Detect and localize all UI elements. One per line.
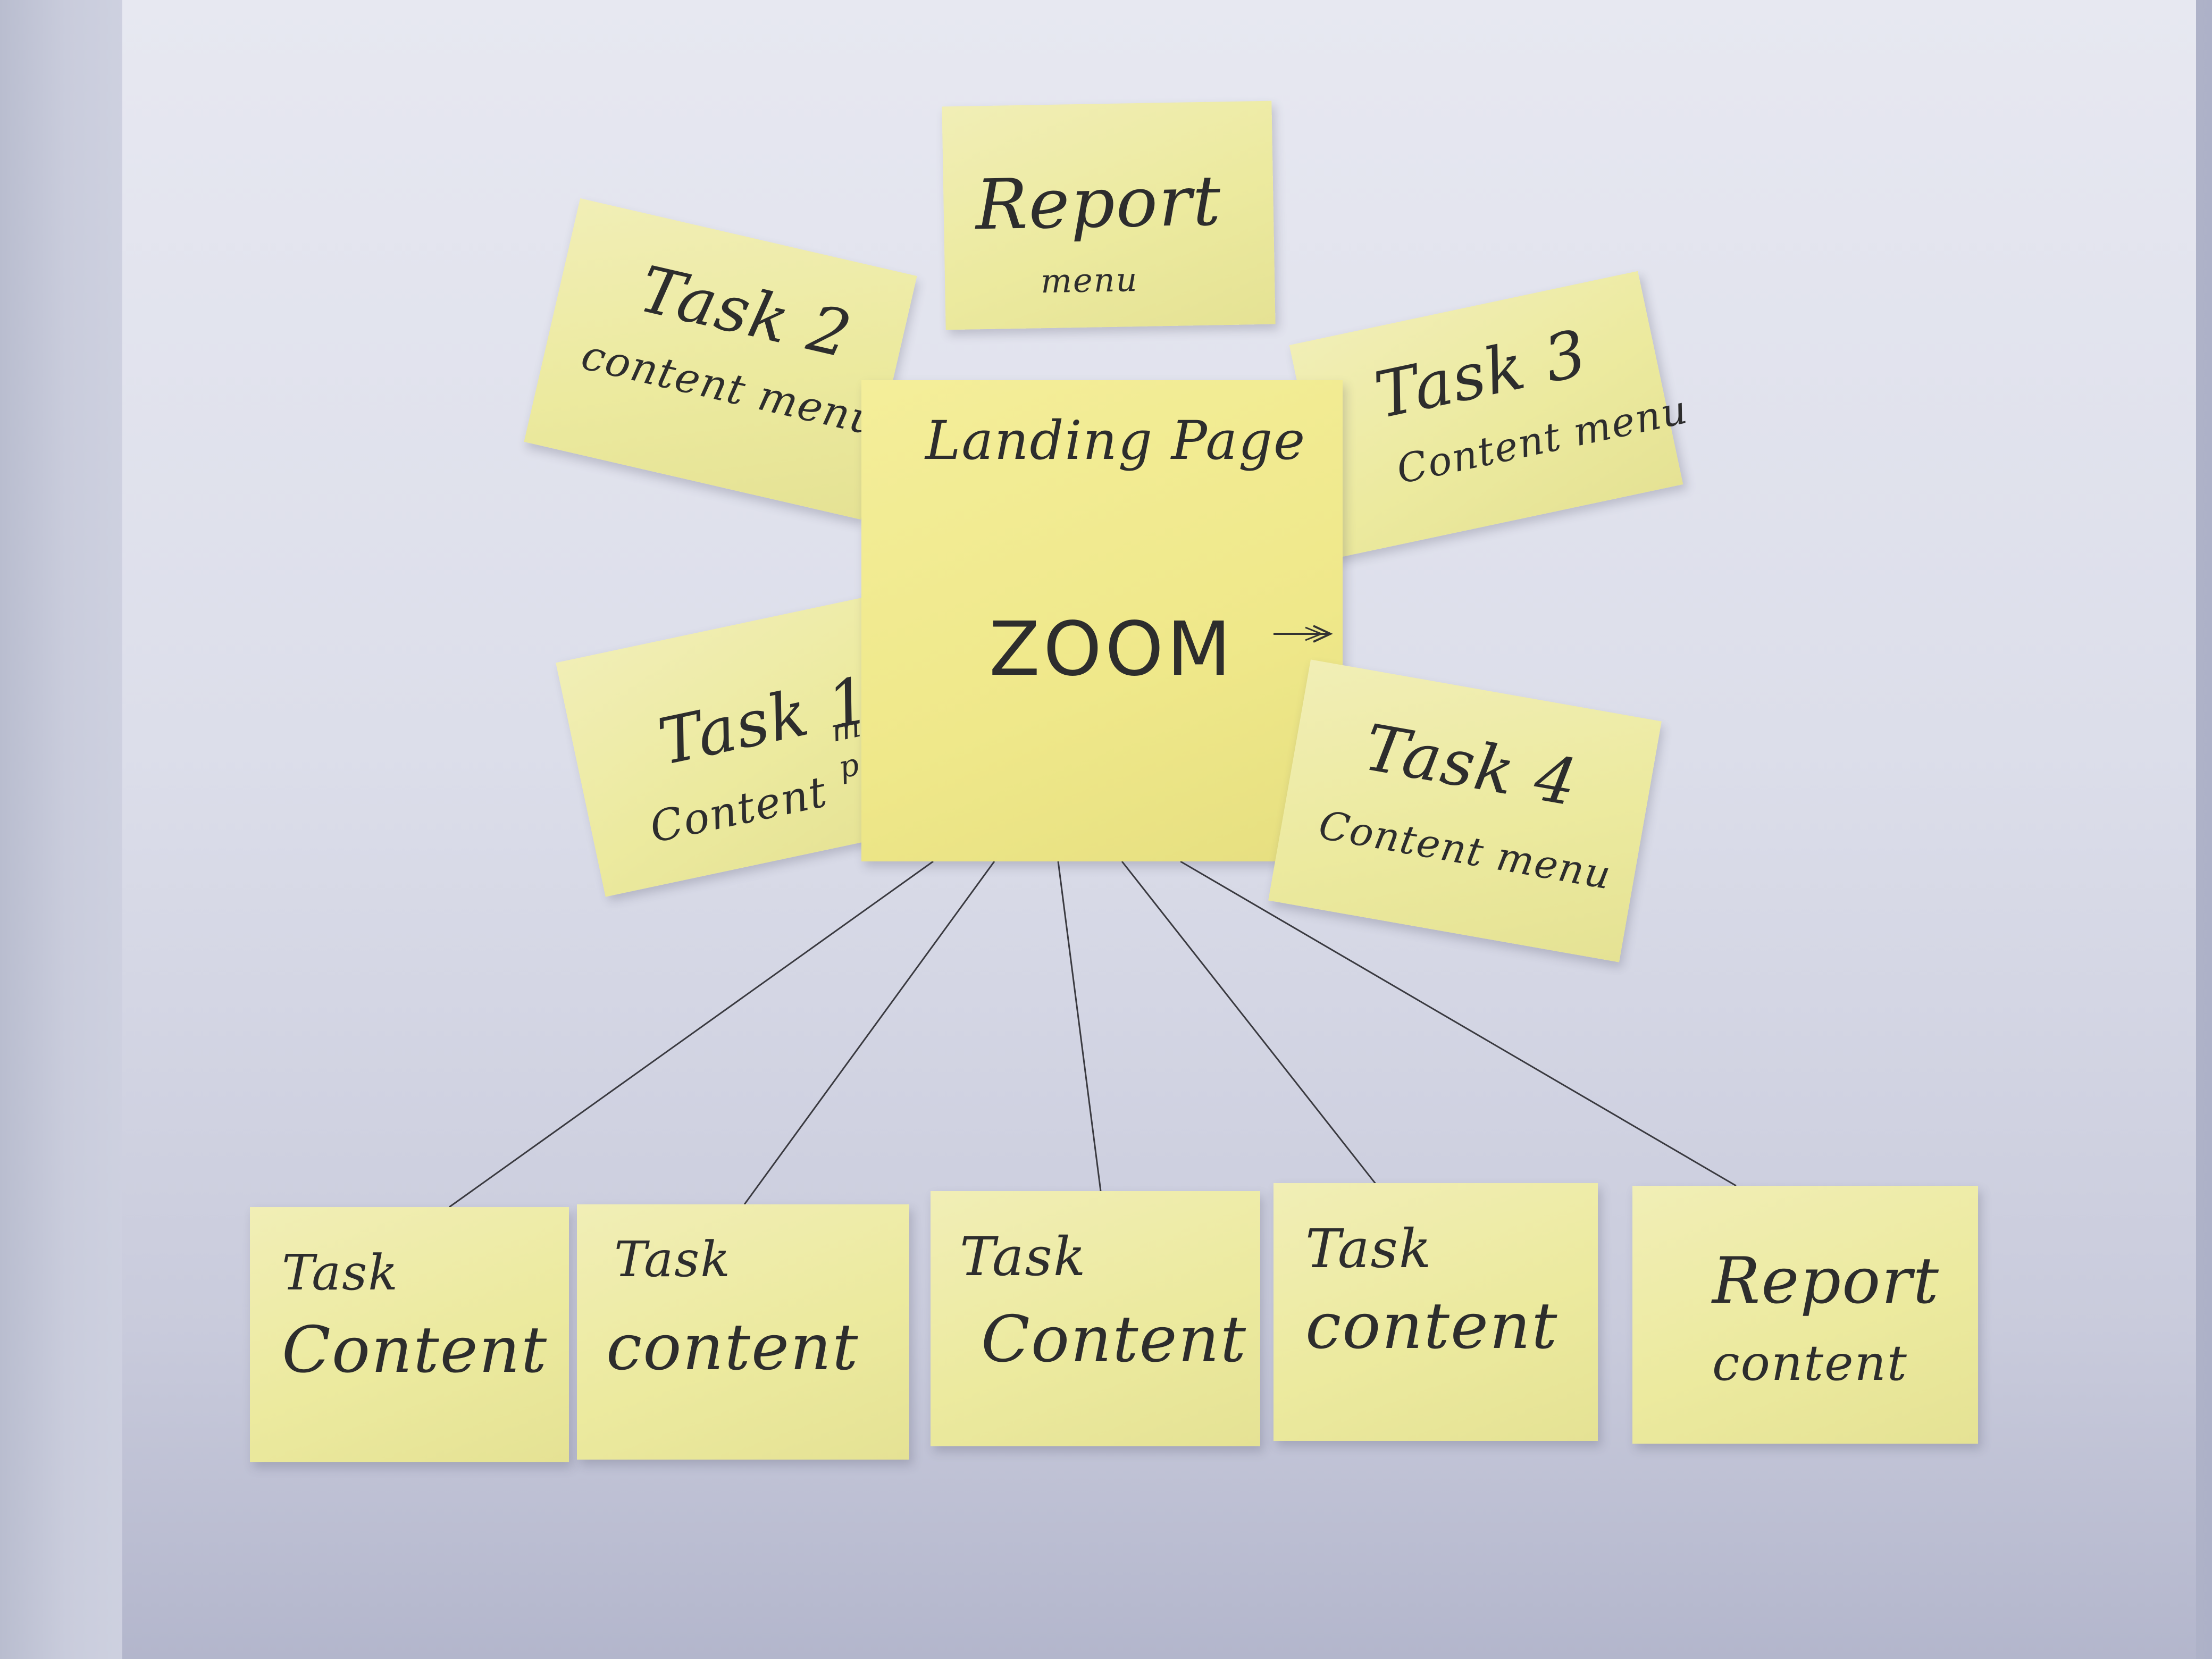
content-note-line1: Task <box>960 1226 1087 1288</box>
content-note: Task content <box>577 1204 909 1460</box>
content-note-line1: Task <box>614 1231 732 1288</box>
landing-page-note: Landing Page ZOOM <box>861 380 1343 861</box>
content-note-line2: content <box>1305 1289 1559 1363</box>
content-note: Report content <box>1632 1186 1978 1444</box>
report-menu-sub: menu <box>1040 260 1139 301</box>
content-note: Task Content <box>250 1207 569 1462</box>
connector-line <box>743 861 995 1205</box>
content-note-line2: content <box>1712 1335 1908 1392</box>
connector-line <box>1121 861 1378 1186</box>
content-note: Task Content <box>931 1191 1260 1446</box>
landing-zoom-label: ZOOM <box>989 606 1235 693</box>
content-note-line2: Content <box>981 1303 1247 1377</box>
connector-line <box>1057 861 1102 1192</box>
content-note-line2: content <box>606 1311 859 1385</box>
task1-sub: Content <box>646 766 832 853</box>
report-menu-note: Report menu <box>942 100 1276 330</box>
content-note-line2: Content <box>282 1313 548 1387</box>
content-note: Task content <box>1273 1183 1598 1441</box>
task4-title: Task 4 <box>1359 710 1583 821</box>
report-menu-title: Report <box>975 160 1222 246</box>
connector-line <box>1180 860 1737 1187</box>
content-note-line1: Task <box>1305 1218 1432 1280</box>
content-note-line1: Report <box>1712 1244 1940 1318</box>
zoom-arrow-icon <box>1273 625 1333 643</box>
connector-line <box>449 860 934 1208</box>
content-note-line1: Task <box>282 1244 399 1301</box>
landing-page-title: Landing Page <box>925 409 1306 472</box>
